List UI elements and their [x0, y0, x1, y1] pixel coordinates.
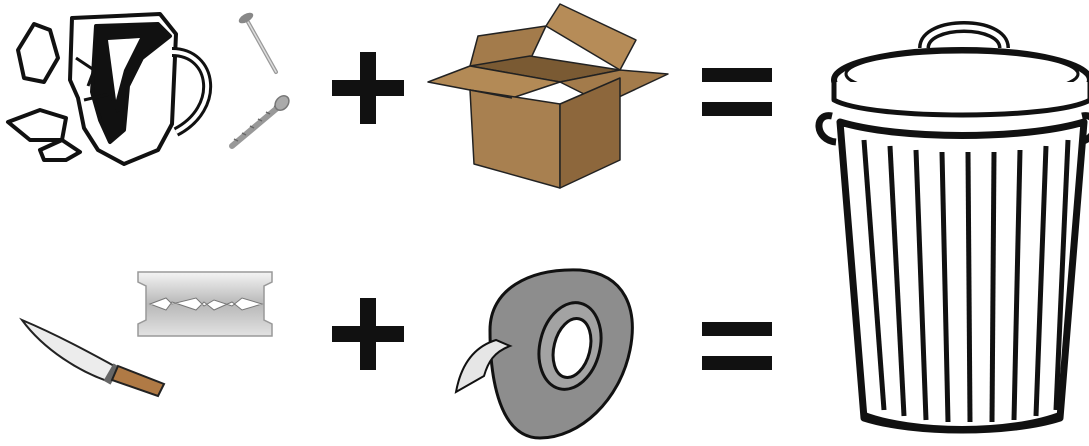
trash-can-icon: [819, 27, 1089, 430]
plus-sign: [332, 298, 404, 370]
equals-sign: [702, 322, 772, 370]
screw-icon: [232, 93, 292, 146]
plus-sign: [332, 52, 404, 124]
nail-icon: [237, 11, 276, 72]
equals-sign: [702, 68, 772, 116]
duct-tape-icon: [456, 270, 632, 438]
cardboard-box-icon: [428, 4, 668, 188]
razor-blade-icon: [138, 272, 272, 336]
broken-mug-icon: [8, 14, 207, 164]
